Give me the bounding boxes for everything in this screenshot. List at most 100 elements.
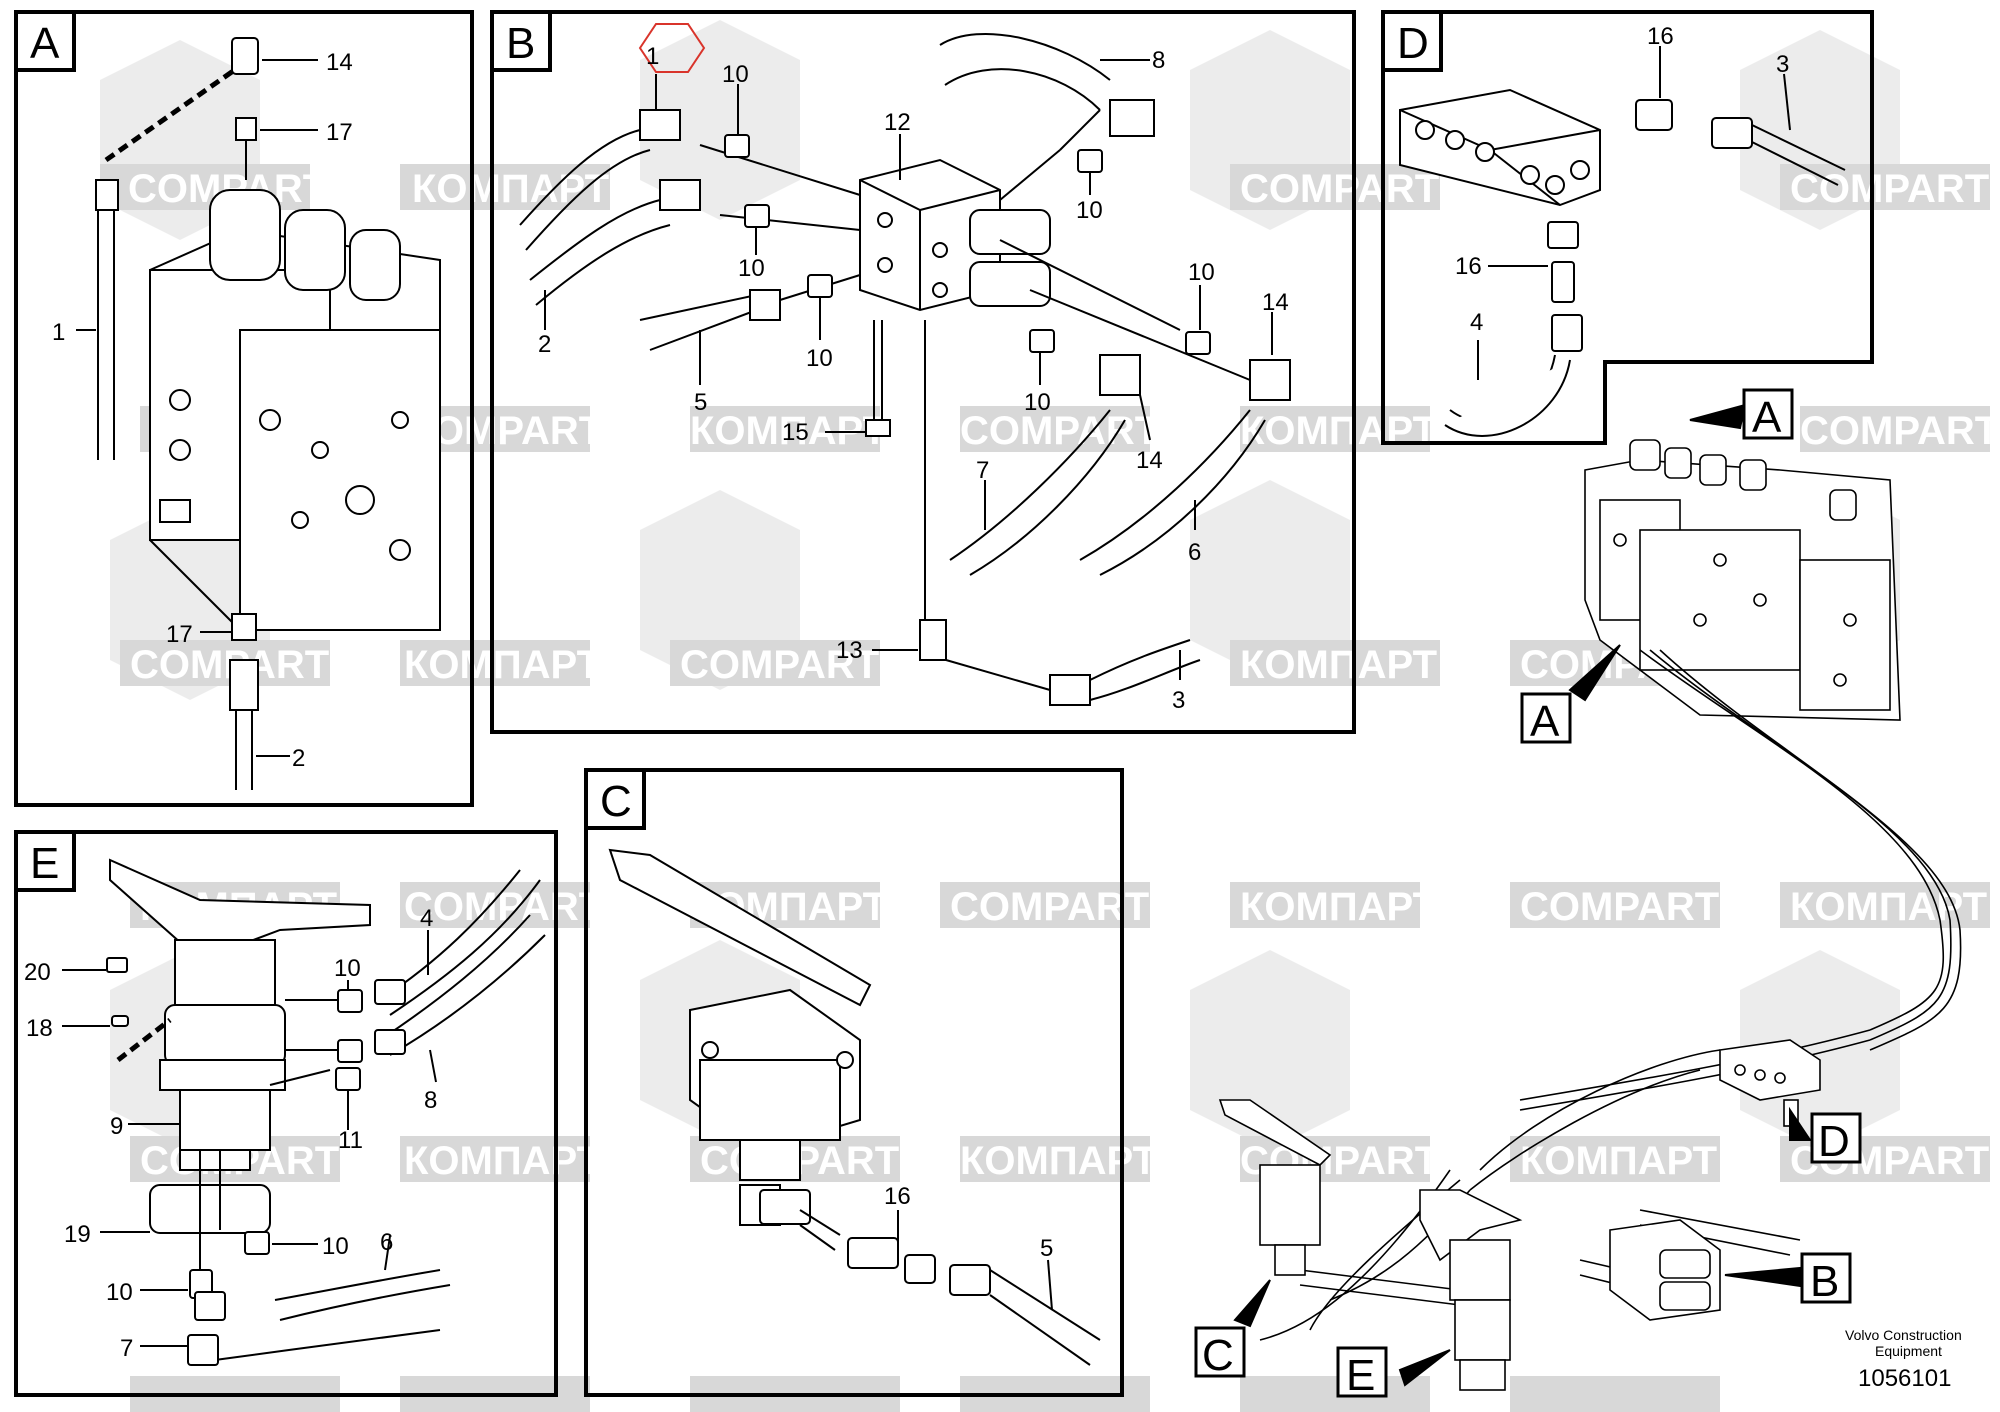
callout-label: 1: [52, 319, 65, 346]
watermark: КОМПАРТ: [1240, 885, 1437, 929]
watermark: КОМПАРТ: [960, 1139, 1157, 1183]
callout-label: 10: [1024, 389, 1051, 416]
overview-label-a-top: A: [1752, 393, 1782, 442]
watermark: КОМПАРТ: [1240, 643, 1437, 687]
footer: Volvo Construction Equipment 1056101: [1845, 1327, 1962, 1392]
callouts-d: [1477, 46, 1791, 380]
callouts-b: [544, 59, 1273, 680]
callout-label: 15: [782, 419, 809, 446]
callout-label: 14: [326, 49, 353, 76]
watermark: КОМПАРТ: [1520, 1139, 1717, 1183]
watermark: КОМПАРТ: [404, 643, 601, 687]
pedal-valve: [608, 848, 872, 1226]
watermark: КОМПАРТ: [404, 1139, 601, 1183]
callout-label: 1: [646, 43, 659, 70]
callout-label: 5: [1040, 1235, 1053, 1262]
callout-label: 10: [106, 1279, 133, 1306]
overview-valve-bank: [1584, 439, 1901, 721]
overview-label-d: D: [1818, 1117, 1850, 1166]
watermark: COMPART: [1520, 885, 1719, 929]
callout-label: 4: [420, 905, 433, 932]
callout-label: 18: [26, 1015, 53, 1042]
watermark: COMPART: [404, 885, 603, 929]
callout-label: 5: [694, 389, 707, 416]
callout-label: 13: [836, 637, 863, 664]
overview-assembly: [1218, 439, 1962, 1391]
callout-label: 19: [64, 1221, 91, 1248]
overview-label-c: C: [1202, 1331, 1234, 1380]
overview-foot-valve: [1419, 1189, 1523, 1391]
watermark: COMPART: [680, 643, 879, 687]
callout-label: 8: [424, 1087, 437, 1114]
highlight-hexagon: [638, 23, 706, 73]
callout-label: 10: [334, 955, 361, 982]
b-fittings-10: [724, 134, 1211, 355]
company-name-line2: Equipment: [1875, 1343, 1942, 1359]
watermark: COMPART: [1240, 167, 1439, 211]
watermark: КОМПАРТ: [412, 167, 609, 211]
callouts-a: [76, 59, 318, 757]
callout-label: 12: [884, 109, 911, 136]
callout-label: 17: [166, 621, 193, 648]
overview-label-a: A: [1530, 697, 1560, 746]
callout-label: 16: [1647, 23, 1674, 50]
callout-label: 10: [1076, 197, 1103, 224]
panel-e-title: E: [30, 839, 59, 888]
callout-label: 4: [1470, 309, 1483, 336]
e-fittings: [106, 957, 406, 1366]
panel-d-title: D: [1397, 19, 1429, 68]
hose-1: [95, 179, 119, 460]
callout-label: 11: [338, 1127, 363, 1154]
panel-c-title: C: [600, 777, 632, 826]
distribution-block: [1399, 88, 1601, 207]
drawing-number: 1056101: [1858, 1365, 1951, 1392]
callout-label: 2: [538, 331, 551, 358]
watermark: КОМПАРТ: [1240, 409, 1437, 453]
c-hose-5: [799, 1209, 1101, 1366]
callout-label: 7: [120, 1335, 133, 1362]
overview-pedal-valve: [1218, 1099, 1332, 1276]
overview-manifold: [1609, 1219, 1721, 1321]
overview-label-boxes: [1194, 388, 1862, 1398]
watermark: COMPART: [1790, 167, 1989, 211]
fitting-14: [231, 37, 259, 180]
callout-label: 3: [1172, 687, 1185, 714]
panel-e: E: [14, 830, 558, 1397]
overview-leaders: [1233, 403, 1812, 1387]
callout-label: 8: [1152, 47, 1165, 74]
callout-label: 10: [322, 1233, 349, 1260]
callout-label: 3: [1776, 51, 1789, 78]
foot-valve: [109, 858, 371, 1234]
callout-label: 14: [1136, 447, 1163, 474]
callouts-e: [62, 930, 437, 1347]
d-fittings: [1444, 99, 1846, 437]
panel-d: D 16 3 16 4: [1381, 10, 1874, 445]
callout-label: 9: [110, 1113, 123, 1140]
manifold-block-12: [859, 158, 1051, 312]
company-name: Volvo Construction: [1845, 1327, 1962, 1343]
callout-label: 10: [1188, 259, 1215, 286]
callouts-c: [897, 1210, 1053, 1311]
overview-label-e: E: [1346, 1351, 1375, 1400]
b-hoses: [519, 33, 1291, 706]
callout-label: 17: [326, 119, 353, 146]
callout-label: 10: [806, 345, 833, 372]
panel-a-title: A: [30, 19, 60, 68]
callout-label: 10: [722, 61, 749, 88]
watermark: КОМПАРТ: [1790, 885, 1987, 929]
panel-b-title: B: [506, 19, 535, 68]
callout-label: 6: [1188, 539, 1201, 566]
watermark: COMPART: [950, 885, 1149, 929]
panel-a: A: [14, 10, 474, 807]
callout-label: 20: [24, 959, 51, 986]
hose-2: [229, 613, 259, 790]
panel-c: C 16 5: [584, 768, 1124, 1397]
callout-label: 10: [738, 255, 765, 282]
watermark: COMPART: [960, 409, 1159, 453]
overview-label-b: B: [1810, 1257, 1839, 1306]
panel-b: B: [490, 10, 1356, 734]
callout-label: 16: [884, 1183, 911, 1210]
callout-label: 7: [976, 457, 989, 484]
callout-label: 14: [1262, 289, 1289, 316]
callout-label: 6: [380, 1229, 393, 1256]
